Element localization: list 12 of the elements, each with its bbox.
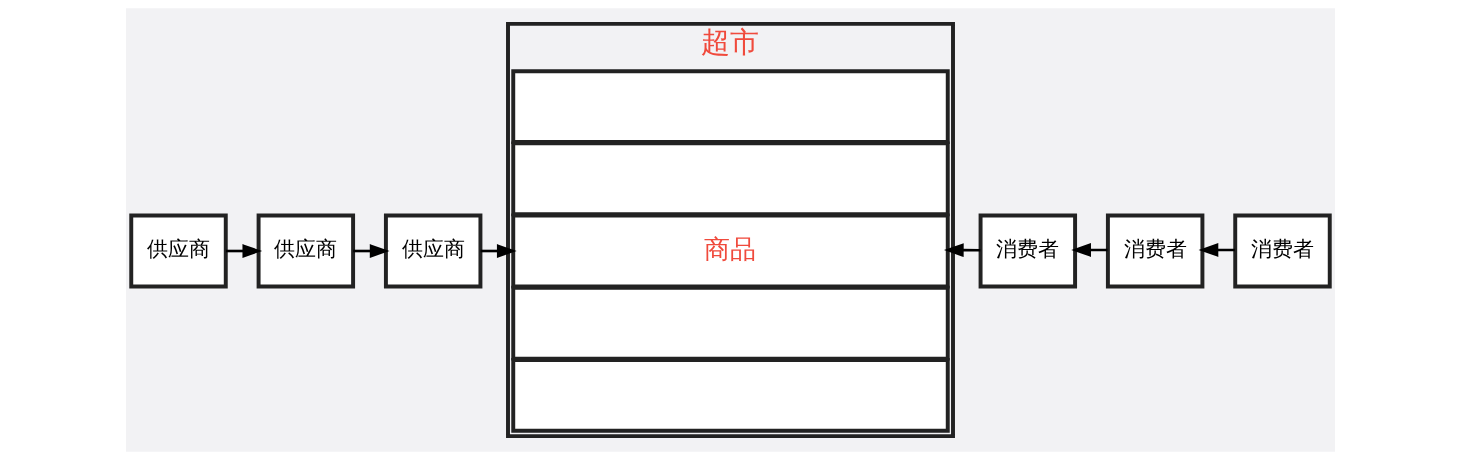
node-box: 消费者 [1232, 213, 1332, 289]
node-box: 供应商 [383, 213, 482, 289]
node-box: 商品 [510, 213, 950, 289]
node-box [510, 358, 950, 433]
node-box [510, 69, 950, 144]
node-box: 供应商 [128, 213, 228, 289]
arrow [943, 243, 980, 258]
node-box: 消费者 [978, 213, 1077, 289]
node-box: 消费者 [1105, 213, 1204, 289]
node-box: 供应商 [256, 213, 355, 289]
node-box [510, 285, 950, 361]
node-box [510, 141, 950, 217]
